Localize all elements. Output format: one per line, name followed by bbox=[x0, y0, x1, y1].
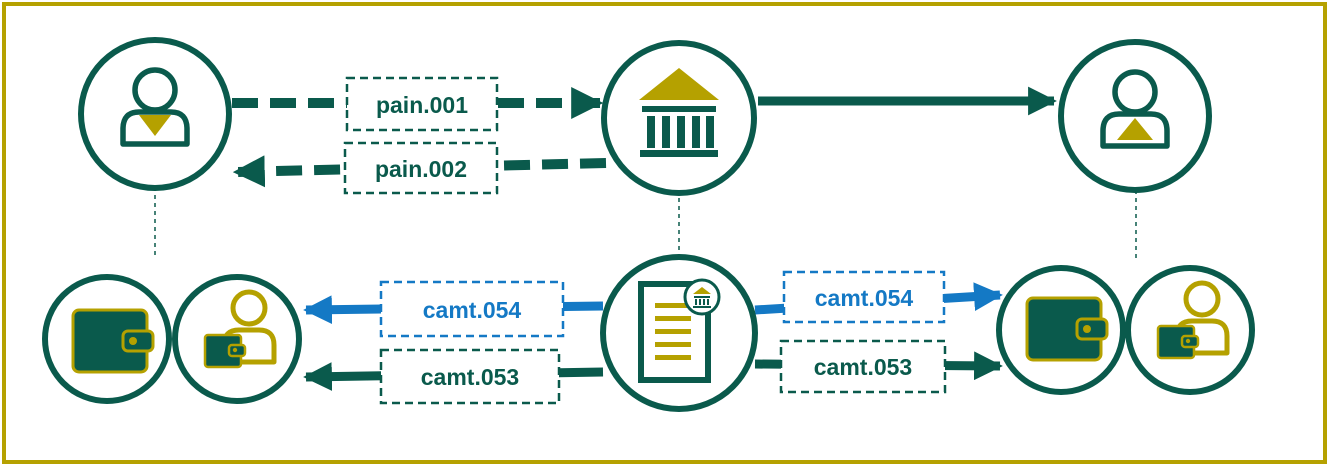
bank-statement-icon bbox=[638, 278, 721, 383]
message-camt054-left: camt.054 bbox=[379, 280, 565, 338]
message-pain002: pain.002 bbox=[343, 141, 499, 195]
statement-node bbox=[600, 254, 758, 412]
person-wallet-icon bbox=[203, 289, 277, 369]
debtor-account-holder-node bbox=[172, 274, 302, 404]
debtor-wallet-node bbox=[42, 274, 172, 404]
message-camt053-right: camt.053 bbox=[779, 339, 947, 394]
wallet-icon bbox=[1025, 296, 1109, 362]
camt053-right-label: camt.053 bbox=[814, 354, 912, 380]
camt053-left-label: camt.053 bbox=[421, 364, 519, 390]
camt054-right-label: camt.054 bbox=[815, 285, 914, 311]
camt054-left-label: camt.054 bbox=[423, 297, 522, 323]
creditor-account-holder-node bbox=[1125, 265, 1255, 395]
pain002-label: pain.002 bbox=[375, 156, 467, 182]
person-wallet-icon bbox=[1156, 280, 1230, 360]
creditor-node bbox=[1058, 39, 1212, 193]
person-outgoing-icon bbox=[120, 67, 190, 147]
person-incoming-icon bbox=[1100, 69, 1170, 149]
vertical-connectors bbox=[154, 187, 1137, 258]
creditor-wallet-node bbox=[996, 265, 1126, 395]
bank-icon bbox=[639, 68, 719, 157]
message-camt054-right: camt.054 bbox=[782, 270, 946, 324]
debtor-node bbox=[78, 37, 232, 191]
bank-node bbox=[601, 40, 757, 196]
wallet-icon bbox=[71, 308, 155, 374]
pain001-label: pain.001 bbox=[376, 92, 468, 118]
message-pain001: pain.001 bbox=[345, 76, 499, 132]
pain002-arrow bbox=[232, 155, 607, 188]
message-camt053-left: camt.053 bbox=[379, 348, 561, 405]
